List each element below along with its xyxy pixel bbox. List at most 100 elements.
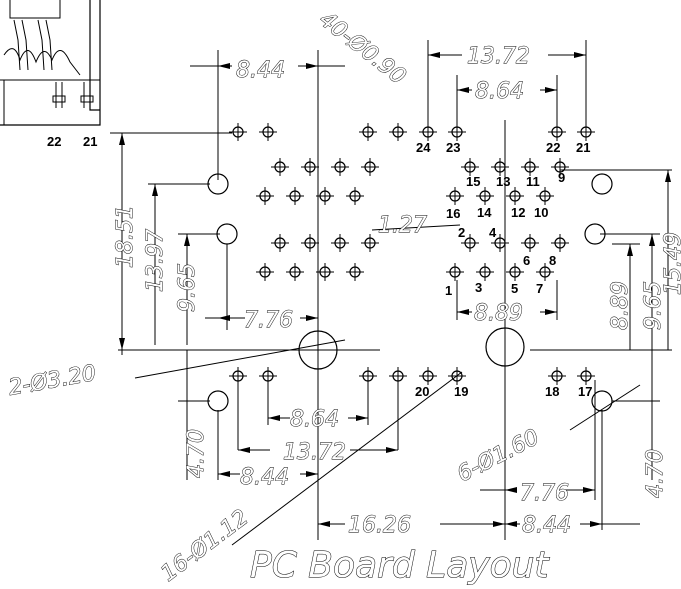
pin-label-13: 13 [496,174,510,189]
dim-965-left: 9.65 [175,263,200,312]
signal-hole-crosshair [271,158,289,176]
signal-hole-crosshair [301,234,319,252]
shield-holes [207,173,613,412]
signal-hole-crosshair [331,234,349,252]
pin-label-20: 20 [415,384,429,399]
dim-bottom-844: 8.44 [240,465,289,490]
dim-1397: 13.97 [143,229,168,292]
pin-label-12: 12 [511,205,525,220]
pin-label-6: 6 [523,253,530,268]
dim-holes-6: 6-Ø1.60 [453,425,543,487]
dim-965-right: 9.65 [641,281,666,330]
dim-holes-40: 40-Ø0.90 [314,7,410,90]
pin-label-16: 16 [446,206,460,221]
signal-hole-crosshair [491,234,509,252]
signal-hole-crosshair [491,158,509,176]
pin-label-15: 15 [466,174,480,189]
signal-hole-crosshair [389,367,407,385]
pin-label-14: 14 [477,205,492,220]
dimension-texts: 8.44 13.72 8.64 40-Ø0.90 18.51 13.97 9.6… [6,7,681,588]
dim-top-1372: 13.72 [467,44,530,69]
pin-label-7: 7 [536,281,543,296]
inset-pin-21: 21 [83,134,97,149]
signal-hole-crosshair [446,263,464,281]
dim-844-right: 8.44 [522,513,571,538]
pin-label-24: 24 [416,140,431,155]
signal-hole-crosshair [389,123,407,141]
pin-label-1: 1 [445,283,452,298]
signal-hole-crosshair [419,367,437,385]
signal-hole-crosshair [521,234,539,252]
signal-hole-crosshair [271,234,289,252]
signal-hole-crosshair [259,123,277,141]
signal-hole-crosshair [286,263,304,281]
pin-label-19: 19 [454,384,468,399]
dim-bottom-1372: 13.72 [283,440,346,465]
dim-776-right: 7.76 [520,481,569,506]
dim-1851: 18.51 [113,205,138,268]
signal-hole-crosshair [536,187,554,205]
dim-top-844: 8.44 [236,58,285,83]
dim-top-864: 8.64 [475,79,524,104]
pin-label-21: 21 [576,140,590,155]
signal-hole-crosshair [229,123,247,141]
mounting-holes [298,327,525,370]
signal-hole-crosshair [461,234,479,252]
signal-hole-crosshair [548,367,566,385]
dim-bottom-864: 8.64 [290,407,339,432]
pin-label-22: 22 [546,140,560,155]
signal-hole-crosshair [476,187,494,205]
pin-label-10: 10 [534,205,548,220]
signal-hole-crosshair [521,158,539,176]
signal-hole-crosshair [361,234,379,252]
pin-label-2: 2 [458,225,465,240]
pin-label-18: 18 [545,384,559,399]
signal-hole-crosshair [259,367,277,385]
signal-hole-crosshair [448,123,466,141]
signal-hole-crosshair [256,187,274,205]
pin-label-23: 23 [446,140,460,155]
dim-889-vertical: 8.89 [608,281,633,330]
dim-1549: 15.49 [661,232,681,295]
signal-hole-crosshair [301,158,319,176]
pin-label-4: 4 [489,225,497,240]
signal-hole-crosshair [419,123,437,141]
pin-label-3: 3 [475,280,482,295]
drawing-title: PC Board Layout [250,545,550,586]
signal-hole-crosshair [577,123,595,141]
dim-470-left: 4.70 [184,429,209,478]
dimension-lines [110,40,672,546]
signal-hole-crosshair [536,263,554,281]
dim-1626: 16.26 [348,513,411,538]
signal-hole-crosshair [346,187,364,205]
signal-hole-crosshair [446,187,464,205]
dim-470-right: 4.70 [643,449,668,498]
signal-hole-crosshair [551,234,569,252]
signal-hole-crosshair [316,263,334,281]
inset-pin-22: 22 [47,134,61,149]
pin-label-5: 5 [511,281,518,296]
signal-hole-crosshair [361,158,379,176]
signal-hole-crosshair [286,187,304,205]
dim-mount-320: 2-Ø3.20 [7,361,98,401]
signal-hole-crosshair [359,367,377,385]
signal-hole-crosshair [359,123,377,141]
pin-label-17: 17 [578,384,592,399]
signal-hole-crosshair [331,158,349,176]
signal-hole-crosshair [229,367,247,385]
signal-hole-crosshair [577,367,595,385]
dim-776-left: 7.76 [244,308,293,333]
dim-889-horizontal: 8.89 [474,301,523,326]
dim-holes-16: 16-Ø1.12 [157,505,254,586]
pin-label-9: 9 [558,170,565,185]
connector-side-view: 22 21 [0,0,101,149]
signal-hole-crosshair [551,158,569,176]
signal-holes [229,123,595,385]
signal-hole-crosshair [548,123,566,141]
signal-hole-crosshair [346,263,364,281]
signal-hole-crosshair [476,263,494,281]
signal-hole-crosshair [256,263,274,281]
signal-hole-crosshair [316,187,334,205]
pin-labels: 24 23 22 21 15 13 11 9 16 14 12 10 2 4 6… [415,140,592,399]
